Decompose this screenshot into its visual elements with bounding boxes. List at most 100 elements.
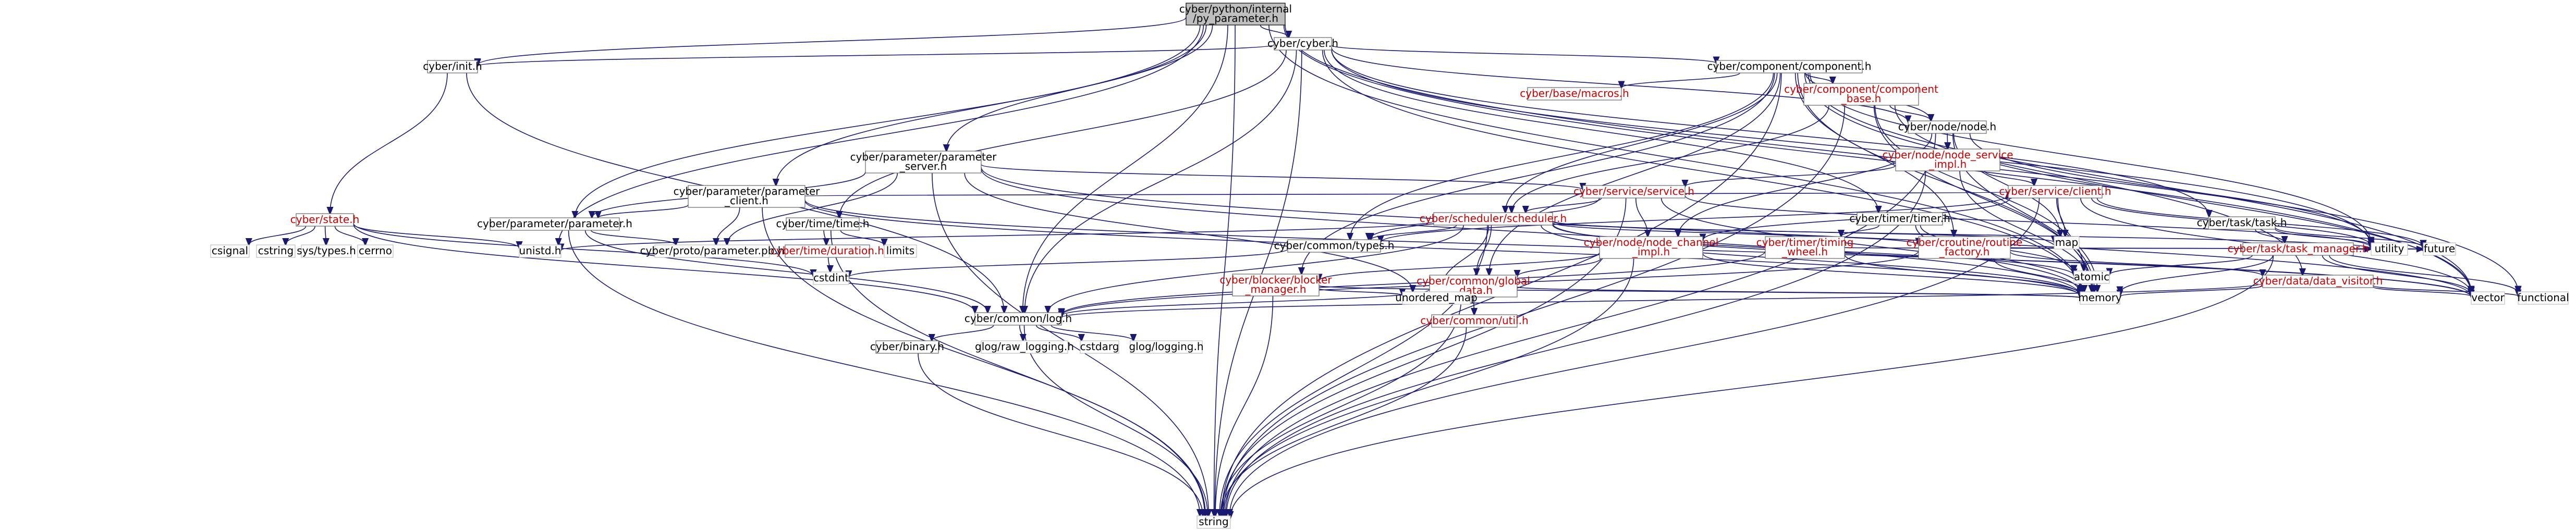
node-box[interactable] — [785, 244, 870, 258]
graph-node-timer_h[interactable]: cyber/timer/timer.h — [1849, 212, 1950, 226]
include-edge-client_h-to-types_h — [1381, 195, 2009, 243]
node-box[interactable] — [688, 185, 805, 208]
node-label: cyber/component/component.h — [1707, 60, 1872, 72]
graph-node-data_visitor_h[interactable]: cyber/data/data_visitor.h — [2253, 275, 2383, 288]
graph-node-init_h[interactable]: cyber/init.h — [423, 60, 482, 73]
node-label: cyber/binary.h — [870, 340, 944, 353]
node-label: cyber/scheduler/scheduler.h — [1420, 212, 1567, 225]
include-edge-node_channel_impl_h-to-memory — [1702, 253, 2080, 296]
graph-node-utility: utility — [2371, 242, 2408, 256]
include-edge-cyber_h-to-component_h — [1331, 44, 1716, 64]
node-label: unistd.h — [519, 244, 561, 257]
node-label: cyber/blocker/blocker — [1219, 274, 1332, 286]
node-box[interactable] — [1599, 236, 1703, 259]
include-edge-param_server_h-to-service_h — [981, 164, 1583, 190]
node-box[interactable] — [1232, 274, 1320, 296]
node-box[interactable] — [296, 213, 354, 227]
node-label: cyber/data/data_visitor.h — [2253, 275, 2383, 287]
graph-node-types_h[interactable]: cyber/common/types.h — [1274, 239, 1395, 253]
node-box[interactable] — [2262, 275, 2374, 288]
node-box — [2371, 242, 2408, 256]
node-box — [2080, 291, 2120, 305]
node-label: cyber/timer/timer.h — [1849, 212, 1950, 225]
include-edge-state_h-to-unistd_h — [353, 224, 519, 248]
graph-node-routine_factory_h[interactable]: cyber/croutine/routine_factory.h — [1907, 236, 2023, 259]
node-box[interactable] — [2208, 216, 2276, 230]
include-edge-binary_h-to-string — [918, 353, 1203, 516]
graph-node-binary_h[interactable]: cyber/binary.h — [870, 340, 944, 354]
node-label: _impl.h — [1632, 245, 1670, 258]
node-label: cyber/node/node_service — [1883, 149, 2013, 161]
graph-node-service_h[interactable]: cyber/service/service.h — [1573, 185, 1694, 199]
node-box[interactable] — [427, 60, 478, 73]
graph-node-task_h[interactable]: cyber/task/task.h — [2197, 216, 2287, 230]
node-box[interactable] — [974, 312, 1062, 326]
node-box[interactable] — [1582, 185, 1686, 199]
graph-node-node_service_impl_h[interactable]: cyber/node/node_service_impl.h — [1883, 149, 2013, 171]
include-edge-duration_h-to-cstdint — [828, 257, 831, 272]
graph-node-global_data_h[interactable]: cyber/common/global_data.h — [1417, 275, 1530, 298]
include-edge-log_h-to-glog_logging_h — [1051, 325, 1133, 341]
node-box[interactable] — [1431, 314, 1518, 328]
graph-node-blocker_manager_h[interactable]: cyber/blocker/blocker_manager.h — [1219, 274, 1332, 296]
graph-node-time_h[interactable]: cyber/time/time.h — [776, 217, 870, 231]
graph-node-node_channel_impl_h[interactable]: cyber/node/node_channel_impl.h — [1584, 236, 1719, 259]
node-label: cyber/state.h — [290, 213, 360, 226]
graph-node-macros_h[interactable]: cyber/base/macros.h — [1520, 87, 1629, 101]
node-box[interactable] — [1857, 212, 1943, 226]
node-box[interactable] — [2242, 242, 2354, 256]
node-box[interactable] — [786, 217, 860, 231]
include-edge-scheduler_h-to-routine_factory_h — [1552, 222, 1919, 245]
include-edge-time_h-to-duration_h — [824, 230, 826, 245]
graph-node-node_h[interactable]: cyber/node/node.h — [1898, 120, 1996, 134]
graph-node-component_base_h[interactable]: cyber/component/component_base.h — [1784, 83, 1938, 106]
node-box[interactable] — [1287, 239, 1381, 253]
include-edge-blocker_manager_h-to-string — [1215, 295, 1274, 516]
node-label: _wheel.h — [1781, 245, 1828, 258]
graph-node-timing_wheel_h[interactable]: cyber/timer/timing_wheel.h — [1756, 236, 1854, 259]
graph-node-param_server_h[interactable]: cyber/parameter/parameter_server.h — [850, 151, 997, 174]
graph-node-state_h[interactable]: cyber/state.h — [290, 213, 360, 227]
graph-node-log_h[interactable]: cyber/common/log.h — [965, 312, 1072, 326]
include-edge-task_h-to-future — [2275, 227, 2423, 247]
node-box[interactable] — [1186, 3, 1286, 26]
include-edge-param_server_h-to-memory — [981, 168, 2080, 296]
node-box[interactable] — [1908, 120, 1987, 134]
include-edge-root-to-unistd_h — [558, 24, 1204, 245]
node-box[interactable] — [1716, 60, 1863, 73]
node-box[interactable] — [1918, 236, 2011, 259]
node-box[interactable] — [1433, 212, 1553, 226]
node-box — [1080, 340, 1119, 354]
node-box[interactable] — [1765, 236, 1845, 259]
include-edge-node_channel_impl_h-to-global_data_h — [1517, 258, 1601, 277]
node-box[interactable] — [875, 340, 939, 354]
graph-node-root[interactable]: cyber/python/internal/py_parameter.h — [1179, 3, 1292, 26]
node-box[interactable] — [2008, 185, 2103, 199]
node-box[interactable] — [1895, 149, 2000, 171]
graph-node-memory: memory — [2078, 291, 2122, 305]
graph-node-cyber_h[interactable]: cyber/cyber.h — [1267, 37, 1338, 51]
graph-node-client_h[interactable]: cyber/service/client.h — [1999, 185, 2111, 199]
node-box[interactable] — [865, 151, 982, 174]
node-box[interactable] — [490, 217, 620, 231]
node-box[interactable] — [1274, 37, 1332, 51]
graph-node-task_manager_h[interactable]: cyber/task/task_manager.h — [2228, 242, 2369, 256]
include-edge-cyber_h-to-timer_h — [1324, 50, 1878, 213]
node-label: sys/types.h — [297, 244, 356, 257]
graph-node-scheduler_h[interactable]: cyber/scheduler/scheduler.h — [1420, 212, 1567, 226]
include-edge-task_manager_h-to-functional — [2329, 255, 2518, 293]
node-label: cyber/node/node_channel — [1584, 236, 1719, 249]
graph-node-util_h[interactable]: cyber/common/util.h — [1420, 314, 1529, 328]
node-box — [1197, 515, 1231, 529]
graph-node-duration_h[interactable]: cyber/time/duration.h — [771, 244, 884, 258]
graph-node-param_client_h[interactable]: cyber/parameter/parameter_client.h — [674, 185, 820, 208]
include-edge-component_h-to-blocker_manager_h — [1301, 72, 1775, 274]
graph-node-map: map — [2054, 236, 2080, 250]
graph-node-functional: functional — [2517, 291, 2569, 305]
include-edge-param_server_h-to-vector — [981, 167, 2471, 297]
node-box[interactable] — [1527, 87, 1622, 101]
node-box[interactable] — [1803, 83, 1919, 106]
graph-node-parameter_h[interactable]: cyber/parameter/parameter.h — [477, 217, 632, 231]
graph-node-component_h[interactable]: cyber/component/component.h — [1707, 60, 1872, 73]
